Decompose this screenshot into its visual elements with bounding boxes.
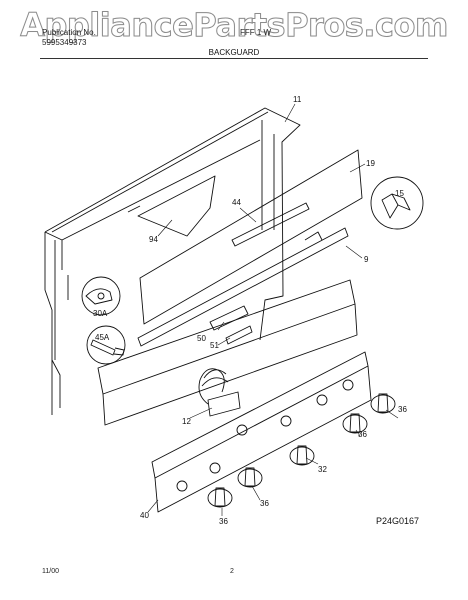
callout-36-mid-left: 36 [260, 499, 269, 508]
publication-label: Publication No. [42, 28, 96, 37]
publication-number: 5995349373 [42, 38, 87, 47]
callout-9: 9 [364, 255, 369, 264]
knobs-36-32 [207, 393, 396, 508]
control-panel [97, 279, 358, 426]
parts-50-51 [209, 305, 253, 345]
callout-51: 51 [210, 341, 219, 350]
screw-45A [86, 325, 126, 365]
knob-panel-40 [151, 351, 372, 513]
trim-strip-44 [231, 202, 310, 247]
header-rule [40, 58, 428, 59]
thermostat-12 [198, 368, 241, 417]
callout-40: 40 [140, 511, 149, 520]
watermark: AppliancePartsPros.com [20, 6, 449, 45]
bracket-30A [81, 276, 121, 316]
callout-32: 32 [318, 465, 327, 474]
bracket-9 [137, 227, 349, 347]
callout-94: 94 [149, 235, 158, 244]
footer-page-number: 2 [230, 568, 234, 575]
callout-44: 44 [232, 198, 241, 207]
callout-50: 50 [197, 334, 206, 343]
callout-30a: 30A [93, 309, 108, 318]
backguard-housing [44, 107, 301, 415]
leader-lines [147, 103, 399, 516]
clip-15 [370, 176, 424, 230]
section-title: BACKGUARD [208, 48, 260, 57]
callout-36-mid-right: 36 [358, 430, 367, 439]
callout-36-right: 36 [398, 405, 407, 414]
callout-19: 19 [366, 159, 375, 168]
drawing-code: P24G0167 [376, 516, 419, 526]
callout-12: 12 [182, 417, 191, 426]
callout-36-left: 36 [219, 517, 228, 526]
callout-15: 15 [395, 189, 404, 198]
plate-94 [137, 175, 216, 237]
footer-date: 11/00 [42, 568, 59, 575]
callout-11: 11 [293, 95, 302, 104]
glass-panel-19 [139, 149, 363, 325]
callout-45a: 45A [95, 333, 110, 342]
model-number: FFF 1 W [240, 28, 272, 37]
